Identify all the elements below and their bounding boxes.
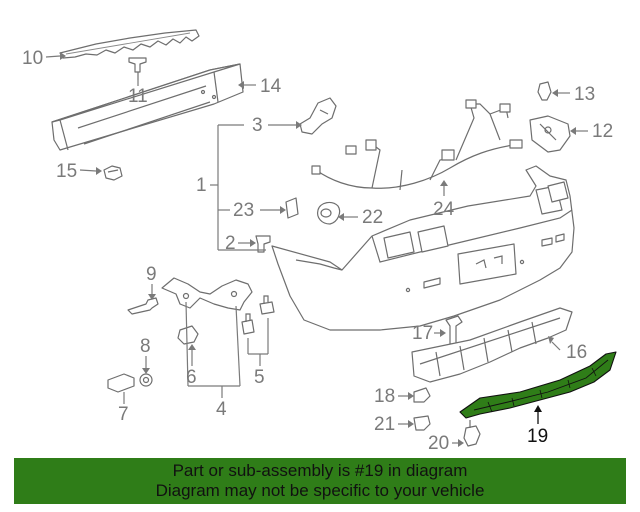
callout-23: 23 <box>233 200 254 221</box>
callout-17: 17 <box>412 323 433 344</box>
part-7-clip <box>107 373 135 393</box>
callout-3: 3 <box>252 115 263 136</box>
callout-22: 22 <box>362 207 383 228</box>
part-3-bracket <box>299 97 337 135</box>
callout-4: 4 <box>216 399 227 420</box>
part-12-side-bracket <box>529 115 571 153</box>
part-8-retainer <box>139 373 153 387</box>
part-5-clip-a <box>241 313 255 335</box>
part-20-bolt <box>463 420 481 447</box>
part-13-clip <box>537 81 552 101</box>
part-5-clip-b <box>259 295 275 315</box>
callout-18: 18 <box>374 386 395 407</box>
banner-line-1: Part or sub-assembly is #19 in diagram <box>172 461 468 480</box>
callout-13: 13 <box>574 84 595 105</box>
part-11-push-clip <box>128 57 147 80</box>
part-10-absorber-strip <box>59 29 200 59</box>
part-16-energy-absorber <box>411 307 573 383</box>
callout-7: 7 <box>118 404 129 425</box>
callout-20: 20 <box>428 433 449 454</box>
banner-line-2: Diagram may not be specific to your vehi… <box>155 481 485 500</box>
part-6-clip <box>177 325 199 345</box>
info-banner: Part or sub-assembly is #19 in diagram D… <box>14 458 626 504</box>
callout-14: 14 <box>260 76 282 97</box>
callout-21: 21 <box>374 414 395 435</box>
rear-bumper-fascia <box>271 165 575 331</box>
callout-16: 16 <box>566 342 587 363</box>
callout-6: 6 <box>186 367 197 388</box>
callout-9: 9 <box>146 264 157 285</box>
callout-15: 15 <box>56 161 77 182</box>
callout-10: 10 <box>22 48 43 69</box>
part-18-clip <box>413 387 431 403</box>
part-21-push-pin <box>413 415 431 431</box>
parts-diagram: 10 11 14 15 3 1 23 2 22 24 13 12 9 8 7 6… <box>22 29 617 454</box>
callout-5: 5 <box>254 367 265 388</box>
callout-11: 11 <box>128 86 148 107</box>
part-24-wiring-harness <box>311 99 523 191</box>
callout-12: 12 <box>592 121 613 142</box>
part-14-impact-bar <box>51 63 244 151</box>
part-19-deflector-highlighted <box>459 351 617 419</box>
callout-24: 24 <box>433 199 455 220</box>
part-17-bolt <box>445 315 463 345</box>
part-2-fastener <box>255 235 271 253</box>
leader-lines <box>45 52 588 447</box>
callout-1: 1 <box>196 175 207 196</box>
part-23-plate <box>285 197 299 219</box>
part-4-side-bracket <box>161 277 253 311</box>
part-15-bolt <box>103 165 123 181</box>
callout-8: 8 <box>140 336 151 357</box>
callout-2: 2 <box>225 233 236 254</box>
part-22-sensor <box>317 201 341 225</box>
callout-19: 19 <box>527 426 548 447</box>
part-9-screw <box>127 297 159 315</box>
